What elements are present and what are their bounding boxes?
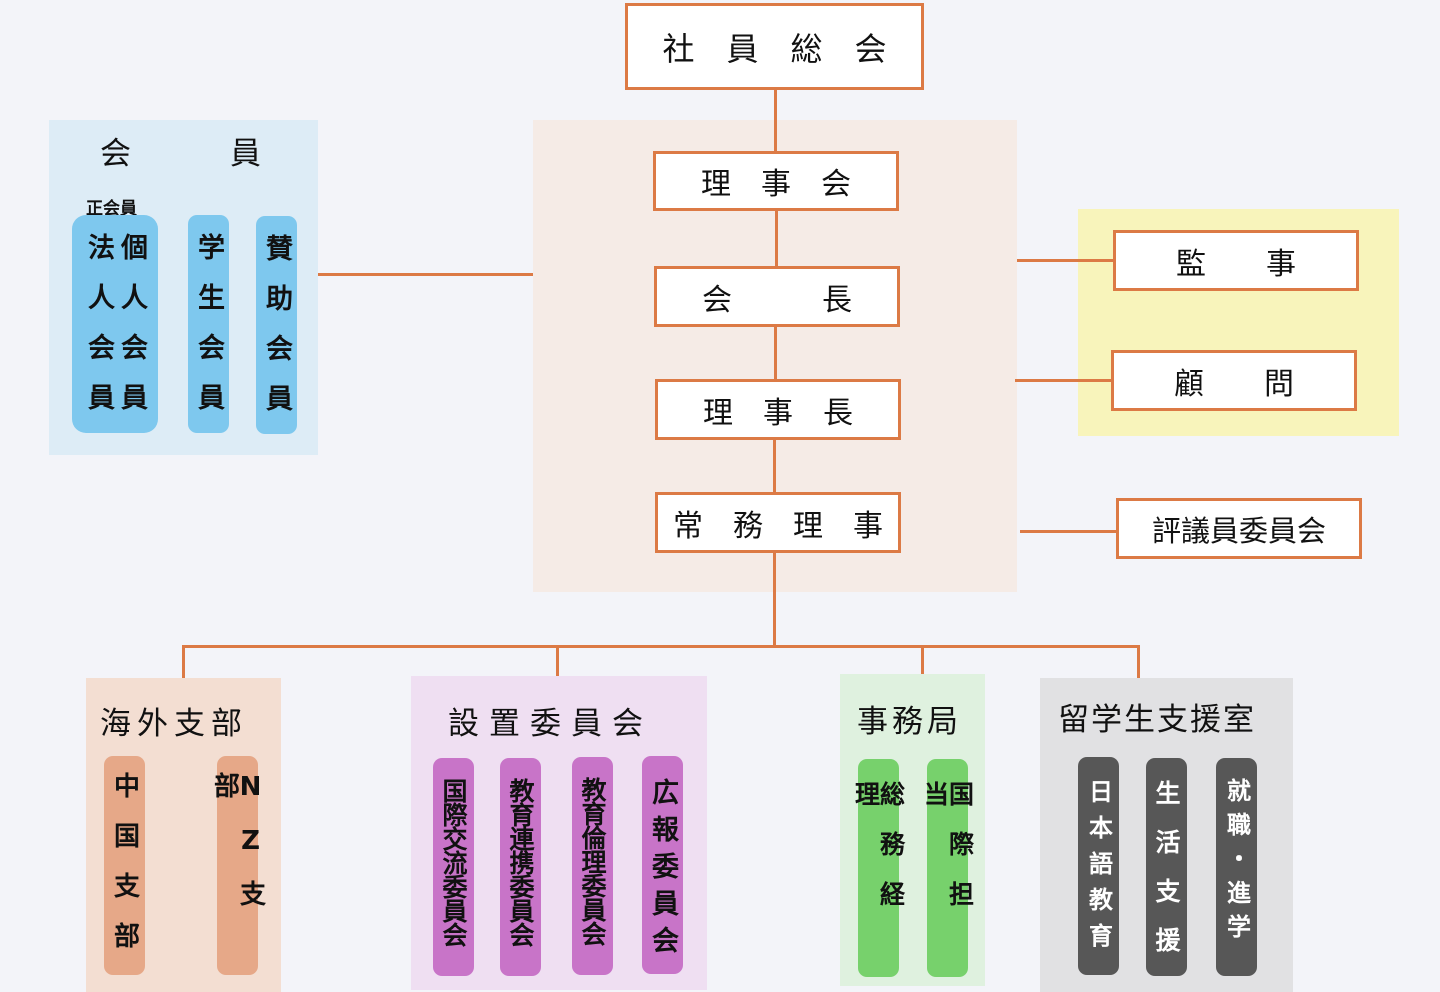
- regular-member-group: 法人会員 個人会員: [72, 215, 158, 433]
- support-item-pill[interactable]: 日本語教育: [1078, 757, 1119, 975]
- connector-line: [1017, 259, 1115, 262]
- auditor-box[interactable]: 監 事: [1113, 230, 1359, 291]
- connector-line: [556, 645, 559, 676]
- connector-line: [1015, 379, 1113, 382]
- support-item: 日本語教育: [1084, 779, 1113, 959]
- advisor-box[interactable]: 顧 問: [1111, 350, 1357, 411]
- support-item: 生活支援: [1152, 780, 1181, 976]
- members-title-left: 会: [100, 136, 131, 172]
- connector-line: [1137, 645, 1140, 678]
- president-box[interactable]: 会 長: [654, 266, 900, 327]
- committee-item-pill[interactable]: 広報委員会: [642, 756, 683, 974]
- branch-item-pill[interactable]: NZ支部: [210, 756, 266, 975]
- committee-item: 教育連携委員会: [506, 778, 535, 946]
- regular-member-label: 正会員: [86, 199, 137, 219]
- general-meeting-box[interactable]: 社 員 総 会: [625, 3, 924, 90]
- branch-item: 中国支部: [109, 772, 140, 972]
- committee-item-pill[interactable]: 国際交流委員会: [433, 758, 474, 976]
- board-label: 理 事 会: [701, 167, 851, 202]
- connector-line: [774, 89, 777, 152]
- general-meeting-label: 社 員 総 会: [662, 29, 887, 68]
- office-title: 事務局: [857, 704, 962, 740]
- member-item: 賛助会員: [261, 234, 292, 434]
- connector-line: [1020, 530, 1118, 533]
- committee-item-pill[interactable]: 教育連携委員会: [500, 758, 541, 976]
- support-title: 留学生支援室: [1058, 702, 1256, 738]
- connector-line: [318, 273, 533, 276]
- office-item: 国際担当: [920, 781, 975, 931]
- board-box[interactable]: 理 事 会: [653, 151, 899, 211]
- member-item-pill[interactable]: 賛助会員: [256, 216, 297, 434]
- support-item-pill[interactable]: 生活支援: [1146, 758, 1187, 976]
- committee-item: 教育倫理委員会: [578, 777, 607, 945]
- member-item-pill[interactable]: 学生会員: [188, 215, 229, 433]
- connector-line: [182, 645, 1140, 648]
- connector-line: [774, 325, 777, 381]
- branch-item: NZ支部: [209, 772, 266, 930]
- support-item: 就職・進学: [1222, 778, 1251, 948]
- overseas-branch-title: 海外支部: [100, 706, 248, 742]
- managing-director-label: 常 務 理 事: [673, 508, 883, 544]
- committee-item-pill[interactable]: 教育倫理委員会: [572, 757, 613, 975]
- committee-item: 国際交流委員会: [439, 778, 468, 946]
- members-title-right: 員: [230, 136, 261, 172]
- member-item[interactable]: 法人会員: [83, 233, 114, 433]
- chairman-box[interactable]: 理 事 長: [655, 379, 901, 440]
- committee-title: 設置委員会: [448, 706, 653, 742]
- member-item: 学生会員: [193, 233, 224, 433]
- committee-item: 広報委員会: [647, 778, 678, 963]
- chairman-label: 理 事 長: [703, 395, 853, 431]
- office-item-pill[interactable]: 国際担当: [921, 759, 975, 977]
- councilors-box[interactable]: 評議員委員会: [1116, 498, 1362, 559]
- connector-line: [773, 438, 776, 494]
- managing-director-box[interactable]: 常 務 理 事: [655, 492, 901, 553]
- connector-line: [182, 645, 185, 678]
- connector-line: [773, 551, 776, 647]
- member-item[interactable]: 個人会員: [116, 233, 147, 433]
- auditor-label: 監 事: [1176, 246, 1296, 282]
- councilors-label: 評議員委員会: [1151, 513, 1326, 548]
- support-item-pill[interactable]: 就職・進学: [1216, 758, 1257, 976]
- branch-item-pill[interactable]: 中国支部: [104, 756, 145, 975]
- connector-line: [921, 645, 924, 674]
- office-item-pill[interactable]: 総務経理: [852, 759, 906, 977]
- advisor-label: 顧 問: [1174, 366, 1294, 402]
- connector-line: [775, 209, 778, 268]
- office-item: 総務経理: [851, 781, 906, 931]
- president-label: 会 長: [702, 282, 852, 318]
